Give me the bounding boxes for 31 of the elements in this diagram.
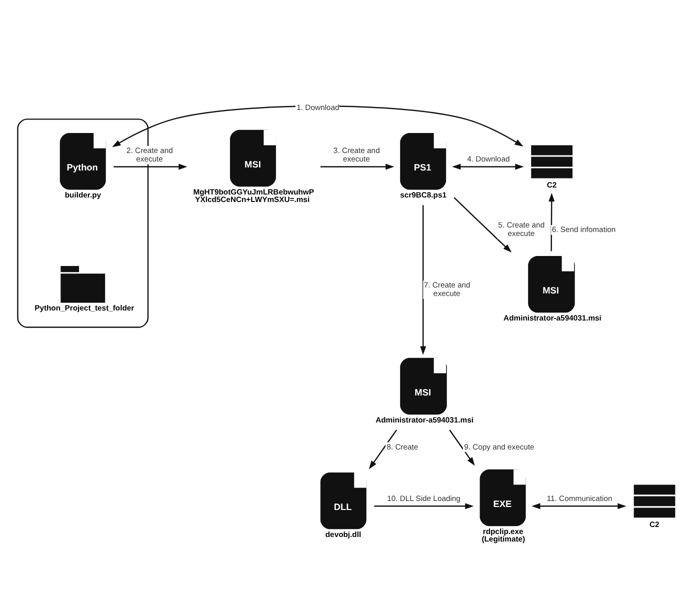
arrow: [112, 106, 524, 148]
node-label: C2: [546, 180, 557, 190]
node-label: scr9BC8.ps1: [400, 190, 446, 200]
node-label: Administrator-a594031.msi: [376, 415, 474, 424]
arrow: [532, 503, 626, 510]
node-label: Administrator-a594031.msi: [504, 313, 602, 322]
edge-label: 6. Send infomation: [552, 225, 616, 234]
edge-label: 4. Download: [467, 154, 510, 164]
edge-label: 7. Create and execute: [424, 280, 470, 298]
edge-label: 3. Create and execute: [333, 146, 380, 164]
node-label: Python_Project_test_folder: [34, 303, 134, 312]
edge-label: 8. Create: [386, 442, 418, 452]
node-label: C2: [650, 520, 660, 529]
edge-label: 1. Download: [296, 103, 340, 112]
edge-label: 5. Create and execute: [498, 220, 545, 238]
edge-label: 9. Copy and execute: [464, 442, 534, 452]
arrow: [368, 430, 398, 470]
edge-label: 11. Communication: [546, 494, 612, 504]
arrow: [374, 503, 474, 510]
edge-label: 2. Create and execute: [126, 146, 173, 164]
arrow: [420, 205, 426, 355]
arrow: [449, 430, 475, 466]
arrow: [454, 197, 512, 252]
arrow: [320, 164, 394, 170]
node-label: rdpclip.exe (Legitimate): [482, 526, 526, 544]
node-label: builder.py: [64, 190, 102, 200]
edge-label: 10. DLL Side Loading: [387, 494, 460, 504]
arrow: [452, 164, 524, 170]
node-label: MgHT9botGGYuJmLRBebwuhwP YXlcd5CeNCn+LWYmSXU=.msi: [193, 187, 314, 204]
arrow: [114, 164, 188, 170]
node-label: devobj.dll: [325, 530, 362, 539]
